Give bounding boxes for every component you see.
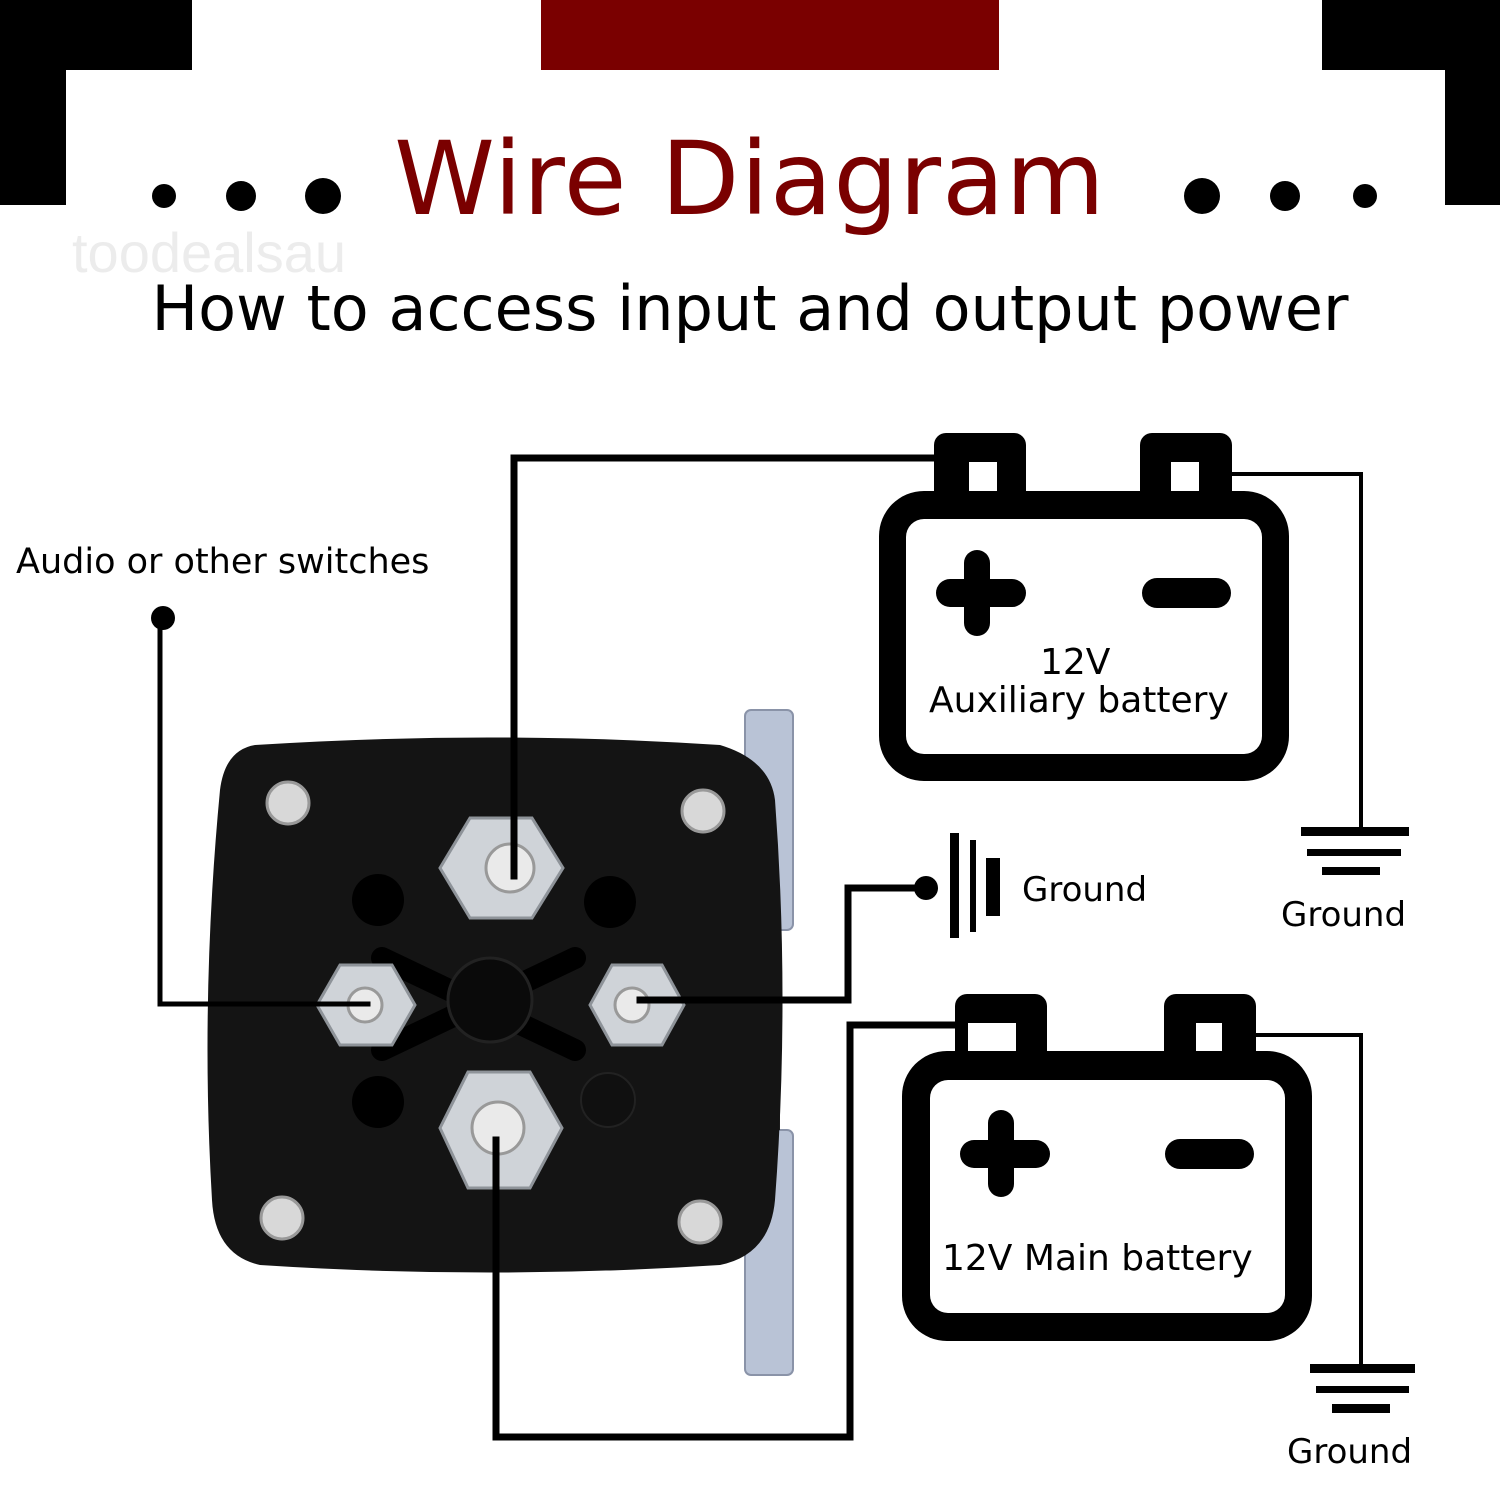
rivet [259,1195,305,1241]
ground-label-main: Ground [1287,1432,1413,1472]
terminal-top [438,816,565,920]
decor-dot [305,178,341,214]
terminal-right [588,963,686,1047]
top-accent-bar [541,0,999,70]
ground-node-dot [914,876,938,900]
page-subtitle: How to access input and output power [151,272,1349,345]
terminal-bottom [438,1070,564,1190]
earth-ground-icon [1310,1364,1415,1413]
plus-icon [936,550,1026,636]
minus-icon [1165,1139,1254,1169]
ground-label-chassis: Ground [1022,870,1148,910]
earth-ground-icon [1301,827,1409,875]
corner-bracket-right-side [1445,0,1500,205]
rivet [677,1199,723,1245]
plus-icon [960,1110,1050,1197]
isolator-relay [207,709,794,1376]
aux-battery-voltage: 12V [1040,642,1111,683]
wire-right-to-ground [636,884,929,1004]
wire-bottom-to-main-positive [492,1021,964,1441]
corner-bracket-left-side [0,0,66,205]
ground-label-aux: Ground [1281,895,1407,935]
decor-dot [1353,184,1377,208]
decor-dot [1184,178,1220,214]
decor-dot [226,181,256,211]
wire-top-to-aux-positive [510,454,944,880]
wire-main-negative-to-ground [1248,1033,1363,1368]
minus-icon [1142,578,1231,608]
main-battery-label: 12V Main battery [942,1238,1253,1279]
main-battery-icon [902,994,1312,1341]
ground-icon [950,833,1000,938]
rivet [265,780,311,826]
wire-left-to-switches [157,617,371,1007]
page-title: Wire Diagram [394,120,1106,239]
watermark: toodealsau [72,221,347,284]
switch-node-dot [151,606,175,630]
decor-dot [1270,181,1300,211]
wire-aux-negative-to-ground [1228,472,1363,831]
auxiliary-battery-icon [879,433,1289,781]
rivet [680,788,726,834]
decor-dot [152,184,176,208]
aux-battery-name: Auxiliary battery [929,680,1229,721]
switches-label: Audio or other switches [16,542,430,582]
